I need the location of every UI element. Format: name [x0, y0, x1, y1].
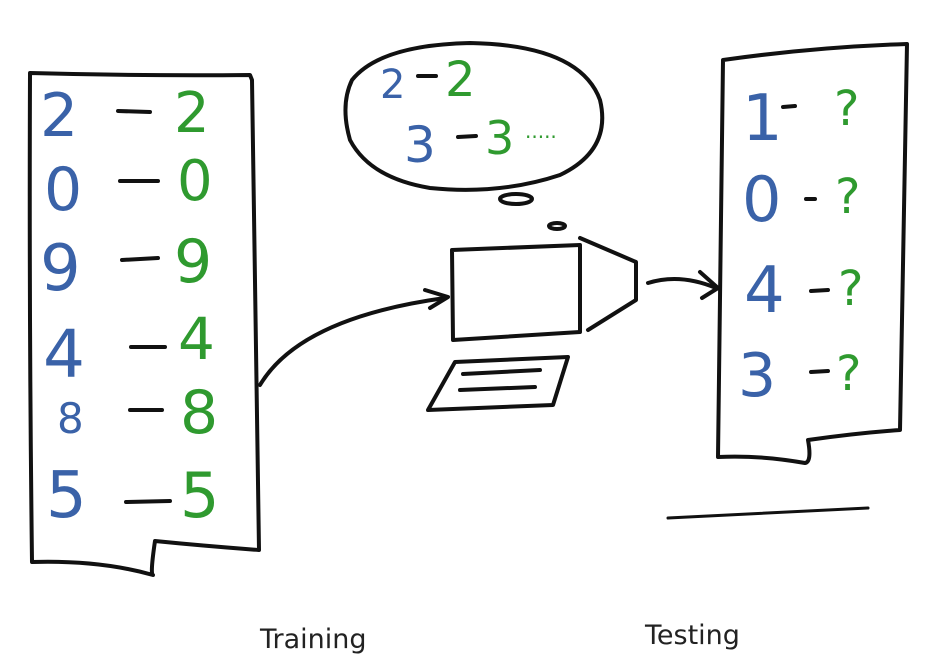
- testing-label-mark: ?: [834, 81, 859, 137]
- training-label-digit: 9: [174, 227, 212, 297]
- thought-dash: [456, 134, 478, 139]
- testing-input-digit: 4: [744, 254, 785, 328]
- training-scroll: [27, 71, 261, 577]
- thought-label-digit: 2: [445, 52, 476, 108]
- training-input-digit: 2: [40, 81, 78, 151]
- thought-bubble-icon: [343, 41, 605, 231]
- monitor: [450, 243, 582, 342]
- thought-ellipsis: .....: [525, 119, 557, 143]
- training-dash: [116, 109, 152, 114]
- training-label-digit: 8: [180, 378, 218, 448]
- training-label-digit: 5: [180, 459, 219, 532]
- training-pairs: 2 2 0 0 9 9 4 4 8 8 5 5: [40, 81, 219, 533]
- training-input-digit: 9: [40, 232, 81, 306]
- thought-pairs: 2 2 3 3 .....: [380, 52, 557, 174]
- testing-dash: [781, 104, 797, 109]
- testing-input-digit: 3: [738, 341, 776, 411]
- training-caption: Training: [260, 624, 367, 655]
- training-label-digit: 0: [177, 149, 213, 214]
- thought-label-digit: 3: [485, 111, 514, 165]
- testing-input-digit: 1: [742, 82, 783, 156]
- training-label-digit: 2: [174, 81, 210, 146]
- testing-scroll: [716, 42, 909, 465]
- testing-pairs: 1 ? 0 ? 4 ? 3 ?: [738, 81, 863, 411]
- testing-label-mark: ?: [838, 261, 863, 317]
- keyboard: [426, 355, 570, 412]
- testing-dash: [809, 288, 830, 293]
- arrow-right-icon: [258, 288, 450, 387]
- underline-stroke: [666, 506, 870, 520]
- testing-label-mark: ?: [835, 169, 860, 225]
- monitor-back: [578, 236, 638, 332]
- thought-input-digit: 3: [404, 116, 436, 174]
- testing-caption: Testing: [645, 620, 740, 651]
- testing-dash: [809, 369, 830, 374]
- training-input-digit: 4: [43, 316, 85, 393]
- training-label-digit: 4: [178, 305, 215, 373]
- testing-input-digit: 0: [742, 163, 781, 236]
- training-input-digit: 5: [46, 459, 87, 533]
- thought-input-digit: 2: [380, 62, 405, 108]
- arrow-right-icon: [646, 270, 720, 300]
- training-input-digit: 0: [44, 155, 82, 225]
- training-input-digit: 8: [57, 394, 84, 443]
- computer-icon: [426, 236, 638, 412]
- training-dash: [124, 499, 172, 504]
- training-dash: [120, 256, 160, 262]
- testing-label-mark: ?: [836, 346, 861, 402]
